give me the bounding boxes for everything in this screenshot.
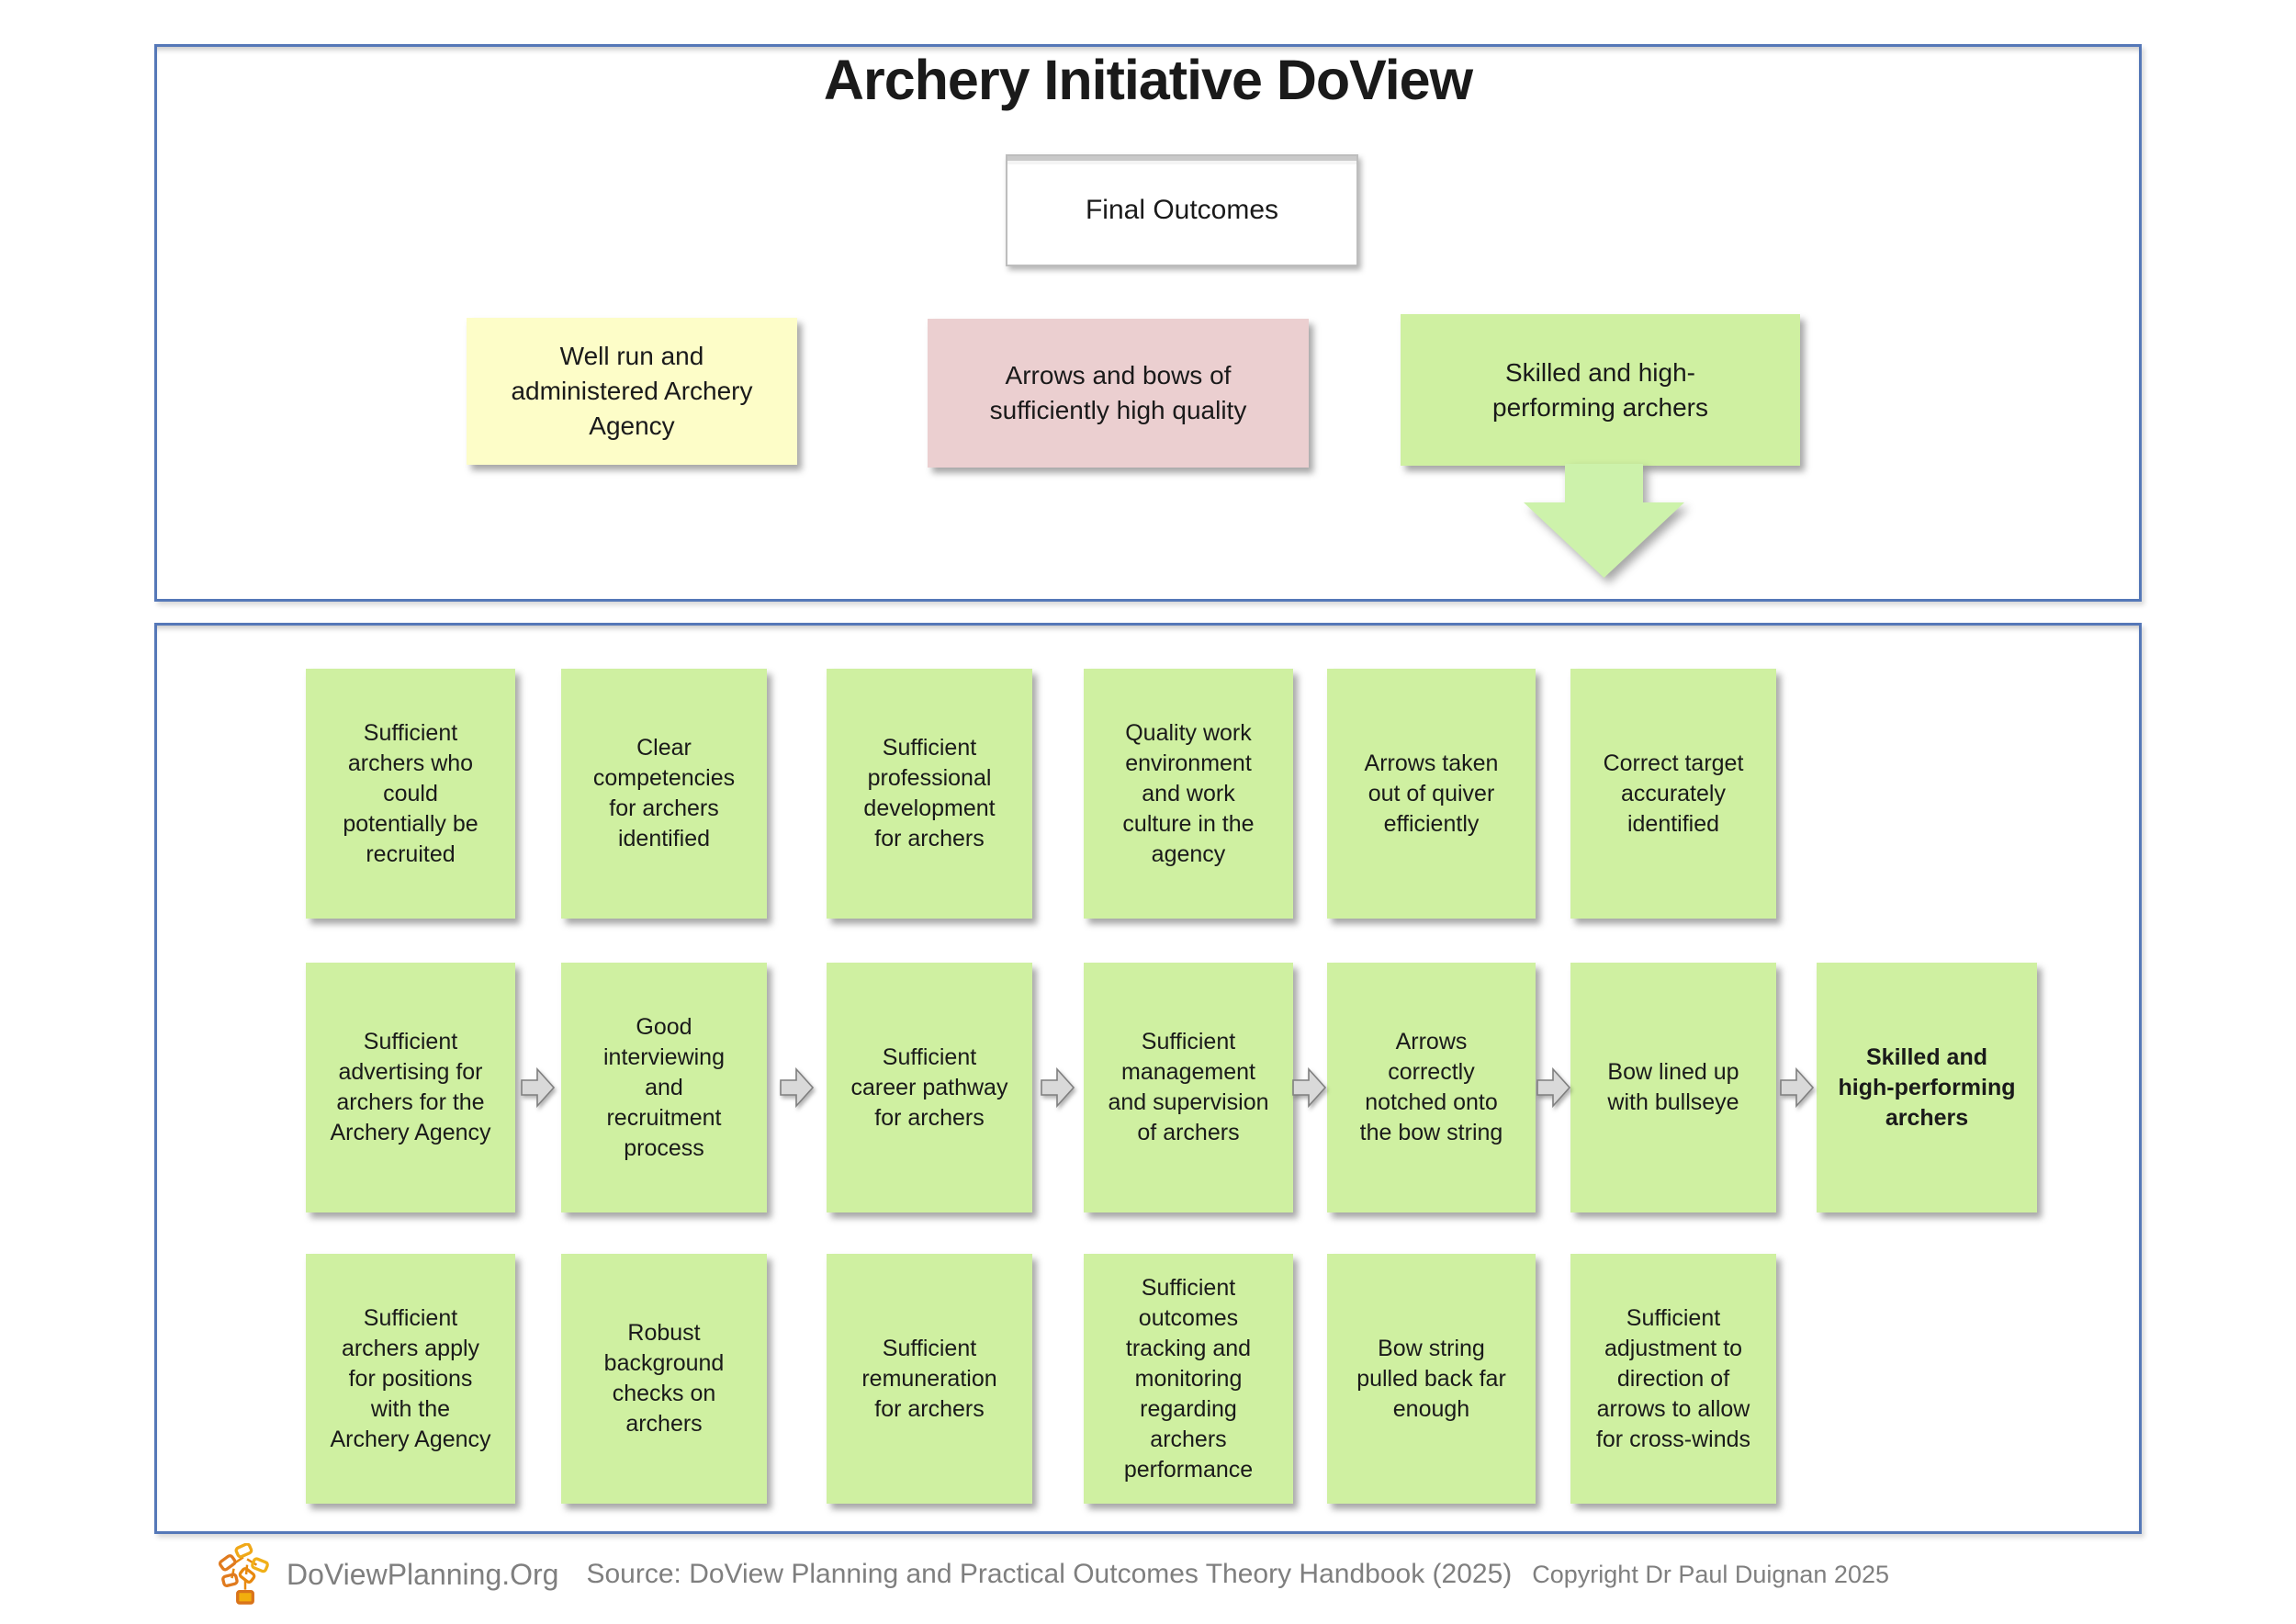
box-correct-target-identified: Correct target accurately identified bbox=[1570, 669, 1776, 919]
right-arrow-icon bbox=[1292, 1067, 1327, 1108]
doviewplanning-link[interactable]: DoViewPlanning.Org bbox=[287, 1557, 559, 1591]
box-label: Good interviewing and recruitment proces… bbox=[602, 1013, 725, 1161]
box-label: Sufficient remuneration for archers bbox=[861, 1335, 997, 1422]
box-label: Sufficient career pathway for archers bbox=[850, 1043, 1008, 1131]
box-label: Sufficient advertising for archers for t… bbox=[330, 1029, 491, 1145]
box-outcomes-tracking: Sufficient outcomes tracking and monitor… bbox=[1084, 1254, 1293, 1504]
box-archers-apply: Sufficient archers apply for positions w… bbox=[306, 1254, 515, 1504]
down-arrow-icon bbox=[1524, 464, 1684, 578]
box-arrows-bows-quality-label: Arrows and bows of sufficiently high qua… bbox=[989, 361, 1247, 424]
box-crosswind-adjustment: Sufficient adjustment to direction of ar… bbox=[1570, 1254, 1776, 1504]
source-text: Source: DoView Planning and Practical Ou… bbox=[586, 1559, 1513, 1589]
box-background-checks: Robust background checks on archers bbox=[561, 1254, 767, 1504]
box-label: Clear competencies for archers identifie… bbox=[592, 735, 736, 851]
box-skilled-archers-result: Skilled and high-performing archers bbox=[1817, 963, 2037, 1212]
box-label: Bow string pulled back far enough bbox=[1356, 1335, 1506, 1422]
footer: DoViewPlanning.Org Source: DoView Planni… bbox=[219, 1541, 1889, 1607]
box-label: Sufficient adjustment to direction of ar… bbox=[1595, 1304, 1751, 1452]
right-arrow-icon bbox=[1780, 1067, 1815, 1108]
box-skilled-archers-outcome-label: Skilled and high- performing archers bbox=[1492, 357, 1708, 422]
box-label: Arrows correctly notched onto the bow st… bbox=[1359, 1029, 1503, 1145]
right-arrow-icon bbox=[1536, 1067, 1571, 1108]
box-skilled-archers-outcome: Skilled and high- performing archers bbox=[1401, 314, 1800, 466]
box-label: Sufficient archers apply for positions w… bbox=[330, 1304, 491, 1452]
box-label: Sufficient management and supervision of… bbox=[1108, 1029, 1269, 1145]
right-arrow-icon bbox=[521, 1067, 556, 1108]
final-outcomes-label: Final Outcomes bbox=[1085, 195, 1279, 225]
box-clear-competencies: Clear competencies for archers identifie… bbox=[561, 669, 767, 919]
copyright-text: Copyright Dr Paul Duignan 2025 bbox=[1532, 1560, 1889, 1588]
box-quality-work-environment: Quality work environment and work cultur… bbox=[1084, 669, 1293, 919]
box-management-supervision: Sufficient management and supervision of… bbox=[1084, 963, 1293, 1212]
box-label: Bow lined up with bullseye bbox=[1607, 1059, 1739, 1115]
doview-logo-icon bbox=[219, 1543, 269, 1605]
right-arrow-icon bbox=[1041, 1067, 1075, 1108]
box-well-run-agency-label: Well run and administered Archery Agency bbox=[511, 342, 753, 440]
box-label: Sufficient outcomes tracking and monitor… bbox=[1123, 1274, 1254, 1483]
right-arrow-icon bbox=[780, 1067, 815, 1108]
final-outcomes-header-box: Final Outcomes bbox=[1006, 154, 1358, 266]
box-sufficient-advertising: Sufficient advertising for archers for t… bbox=[306, 963, 515, 1212]
box-good-interviewing: Good interviewing and recruitment proces… bbox=[561, 963, 767, 1212]
box-bow-string-pulled: Bow string pulled back far enough bbox=[1327, 1254, 1536, 1504]
box-remuneration: Sufficient remuneration for archers bbox=[827, 1254, 1032, 1504]
box-label: Arrows taken out of quiver efficiently bbox=[1364, 750, 1499, 837]
box-label: Sufficient professional development for … bbox=[863, 735, 996, 851]
box-label: Quality work environment and work cultur… bbox=[1122, 719, 1255, 867]
box-well-run-agency: Well run and administered Archery Agency bbox=[467, 318, 797, 465]
box-label: Robust background checks on archers bbox=[603, 1320, 725, 1437]
box-arrows-bows-quality: Arrows and bows of sufficiently high qua… bbox=[928, 319, 1309, 468]
box-sufficient-recruitable-archers: Sufficient archers who could potentially… bbox=[306, 669, 515, 919]
box-label: Sufficient archers who could potentially… bbox=[343, 719, 478, 867]
box-bow-lined-up: Bow lined up with bullseye bbox=[1570, 963, 1776, 1212]
box-professional-development: Sufficient professional development for … bbox=[827, 669, 1032, 919]
box-career-pathway: Sufficient career pathway for archers bbox=[827, 963, 1032, 1212]
box-label: Skilled and high-performing archers bbox=[1838, 1043, 2016, 1131]
box-arrows-notched: Arrows correctly notched onto the bow st… bbox=[1327, 963, 1536, 1212]
page-title: Archery Initiative DoView bbox=[823, 49, 1473, 111]
box-label: Correct target accurately identified bbox=[1603, 750, 1744, 837]
box-arrows-out-of-quiver: Arrows taken out of quiver efficiently bbox=[1327, 669, 1536, 919]
